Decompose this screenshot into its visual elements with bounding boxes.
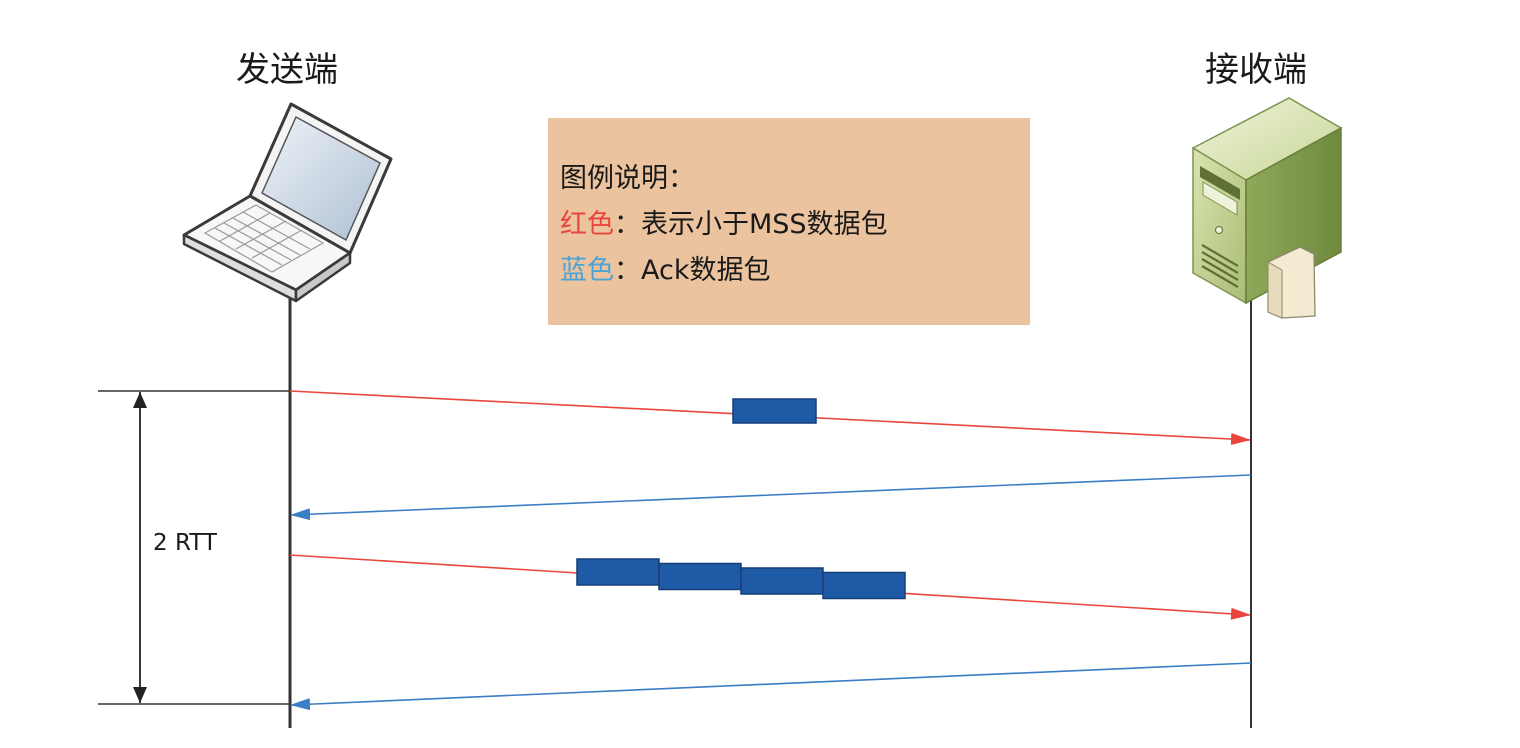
server-icon — [1191, 97, 1343, 319]
data-packet — [658, 562, 742, 591]
receiver-label: 接收端 — [1205, 50, 1307, 90]
legend-box: 图例说明： 红色：表示小于MSS数据包 蓝色：Ack数据包 — [548, 118, 1030, 325]
legend-ack-description: Ack数据包 — [641, 255, 771, 286]
legend-separator: ： — [614, 209, 641, 240]
legend-separator: ： — [614, 255, 641, 286]
legend-blue-label: 蓝色 — [560, 255, 614, 286]
data-packet — [822, 571, 906, 600]
legend-red-label: 红色 — [560, 209, 614, 240]
rtt-arrow-down-icon — [133, 687, 147, 703]
legend-title: 图例说明： — [560, 163, 695, 194]
legend-item-data: 红色：表示小于MSS数据包 — [560, 202, 1030, 248]
rtt-arrow-up-icon — [133, 392, 147, 408]
ack-arrow-2 — [290, 662, 1252, 711]
legend-item-ack: 蓝色：Ack数据包 — [560, 248, 1030, 294]
legend-data-description: 表示小于MSS数据包 — [641, 209, 888, 240]
sender-label: 发送端 — [236, 50, 338, 90]
data-packet — [740, 567, 824, 595]
rtt-label: 2 RTT — [151, 530, 219, 556]
packets-layer — [576, 398, 906, 600]
data-packet — [732, 398, 817, 424]
laptop-icon — [182, 102, 393, 303]
ack-arrow-1 — [290, 474, 1252, 521]
data-packet — [576, 558, 660, 586]
